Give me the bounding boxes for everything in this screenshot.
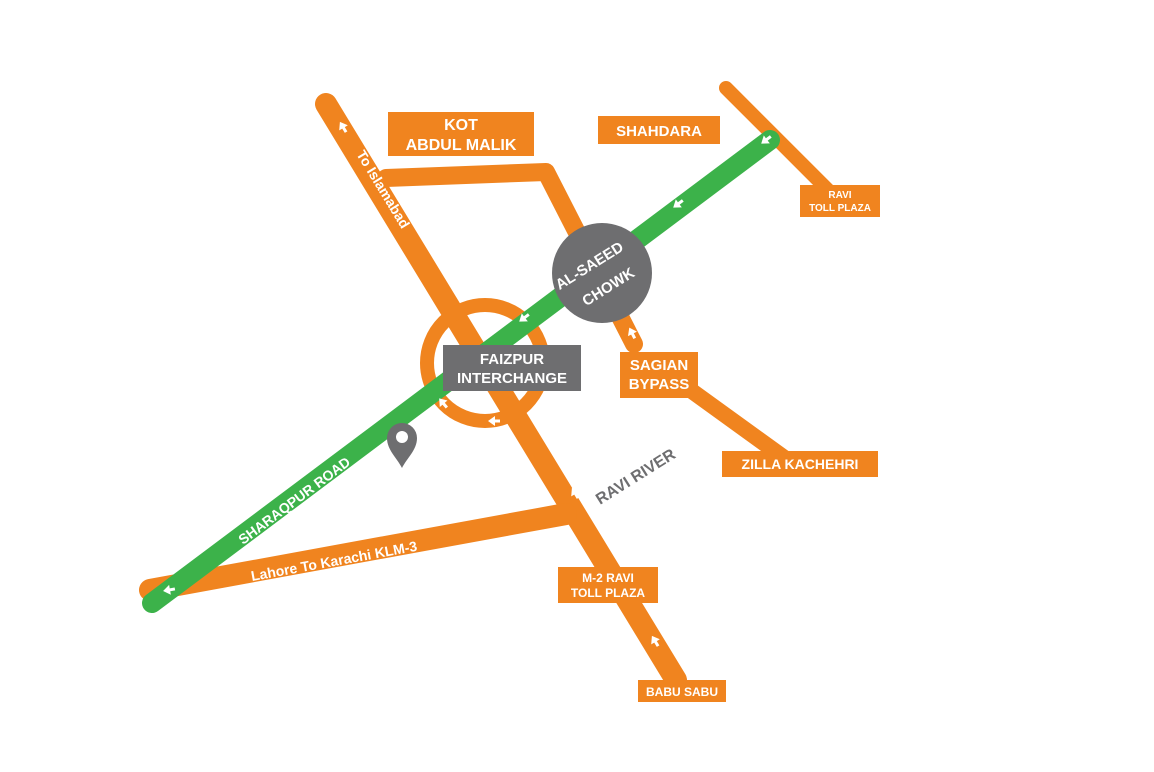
shahdara-text: SHAHDARA <box>616 123 702 140</box>
m2-line2: TOLL PLAZA <box>571 586 646 600</box>
kot-line2: ABDUL MALIK <box>406 137 517 154</box>
faizpur-line2: INTERCHANGE <box>457 370 567 387</box>
faizpur-interchange: FAIZPUR INTERCHANGE <box>443 345 581 391</box>
al-saeed-chowk: AL-SAEED CHOWK <box>552 223 652 323</box>
ravi-toll-line2: TOLL PLAZA <box>809 203 871 214</box>
zilla-kachehri-label: ZILLA KACHEHRI <box>722 451 878 477</box>
sagian-bypass-label: SAGIAN BYPASS <box>620 352 698 398</box>
kot-abdul-malik-label: KOT ABDUL MALIK <box>388 112 534 156</box>
babu-sabu-text: BABU SABU <box>646 685 718 699</box>
sagian-line2: BYPASS <box>629 376 690 393</box>
kot-line1: KOT <box>444 117 478 134</box>
shahdara-label: SHAHDARA <box>598 116 720 144</box>
zilla-kachehri-text: ZILLA KACHEHRI <box>742 456 859 472</box>
m2-line1: M-2 RAVI <box>582 571 634 585</box>
lahore-karachi-road <box>139 503 577 601</box>
faizpur-line1: FAIZPUR <box>480 351 544 368</box>
babu-sabu-label: BABU SABU <box>638 680 726 702</box>
ravi-river-label: RAVI RIVER <box>593 446 679 509</box>
sharaqpur-road-label: SHARAQPUR ROAD <box>235 454 353 548</box>
ravi-toll-plaza-label: RAVI TOLL PLAZA <box>800 185 880 217</box>
ravi-toll-line1: RAVI <box>828 190 851 201</box>
map-pin-icon <box>387 423 417 468</box>
m2-ravi-toll-plaza-label: M-2 RAVI TOLL PLAZA <box>558 567 658 603</box>
sagian-line1: SAGIAN <box>630 357 688 374</box>
